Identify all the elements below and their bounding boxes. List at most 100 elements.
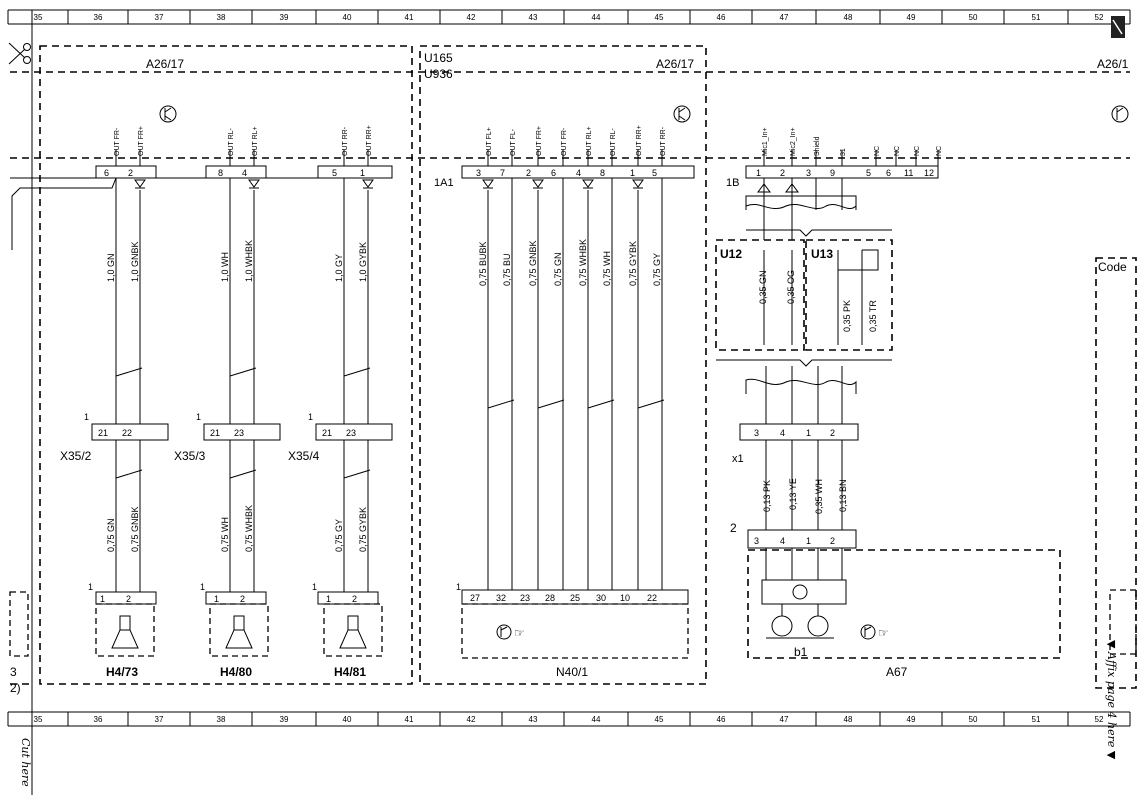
ruler-number: 44 [592, 715, 601, 724]
pin-number: 8 [600, 168, 605, 178]
connector-triangle [134, 179, 146, 188]
pin-name-label: OUT FR- [114, 127, 121, 156]
wire-label: 0,75 WH [220, 517, 230, 552]
connector-triangle [632, 179, 644, 188]
wire-label: 0,75 GN [553, 252, 563, 286]
left-label-3: 3 [10, 665, 17, 679]
wire-label: 0,75 WHBK [244, 505, 254, 552]
pin-number: 2 [240, 594, 245, 604]
module-label-code: Code [1098, 260, 1127, 274]
component-h4-73-label: H4/73 [106, 665, 138, 679]
module-label-u165: U165 [424, 51, 453, 65]
pin-number: 1 [84, 412, 89, 422]
wire [837, 249, 879, 271]
x1-label: x1 [732, 453, 744, 465]
ruler-number: 40 [343, 715, 352, 724]
shield-break [115, 367, 143, 382]
ruler-number: 52 [1095, 715, 1104, 724]
wire-label: 0,75 GNBK [528, 240, 538, 286]
a67-pin-two: 2 [730, 521, 737, 535]
pin-number: 5 [866, 168, 871, 178]
pin-number: 2 [780, 168, 785, 178]
pin-number: 3 [806, 168, 811, 178]
pin-number: 3 [754, 428, 759, 438]
pin-number: 6 [104, 168, 109, 178]
connector-triangle [532, 179, 544, 188]
pin-number: 1 [806, 536, 811, 546]
left-partial-component [9, 591, 29, 657]
ruler-number: 48 [844, 13, 853, 22]
pin-name-label: NC [914, 146, 921, 156]
ruler-number: 36 [94, 13, 103, 22]
pin-number: 1 [308, 412, 313, 422]
pin-number: 1 [196, 412, 201, 422]
shield-braid [745, 195, 857, 210]
pin-number: 2 [128, 168, 133, 178]
shield-break [229, 367, 257, 382]
ruler-number: 41 [405, 715, 414, 724]
u12-label: U12 [720, 247, 742, 261]
ruler-number: 51 [1032, 715, 1041, 724]
x35-4-label: X35/4 [288, 449, 320, 463]
pin-number: 2 [526, 168, 531, 178]
pin-number: 4 [780, 536, 785, 546]
hand-pointer-icon: ☞ [878, 626, 889, 640]
ruler-number: 47 [780, 715, 789, 724]
ruler-number: 38 [217, 715, 226, 724]
connector-triangle [248, 179, 260, 188]
pin-number: 1 [756, 168, 761, 178]
connector-strip-n40 [461, 165, 695, 179]
wire-label: 0,75 BU [502, 253, 512, 286]
pin-name-label: OUT RL+ [252, 126, 259, 156]
wire-label: 1,0 GNBK [130, 241, 140, 282]
wire-label: 0,35 OG [786, 270, 796, 304]
pin-number: 1 [88, 582, 93, 592]
pin-number: 9 [830, 168, 835, 178]
shield-break [487, 399, 515, 414]
pin-name-label: OUT RR+ [636, 125, 643, 156]
pin-number: 2 [830, 428, 835, 438]
shield-break [229, 469, 257, 484]
pin-name-label: OUT RL+ [586, 126, 593, 156]
ruler-number: 35 [34, 715, 43, 724]
pin-name-label: Shield [814, 136, 821, 156]
wire-label: 0,35 WH [814, 479, 824, 514]
u13-label: U13 [811, 247, 833, 261]
connector-strip-left [10, 165, 393, 179]
pin-number: 25 [570, 593, 580, 603]
ruler-number: 39 [280, 13, 289, 22]
module-boxes [10, 45, 1137, 689]
ruler-number: 37 [155, 715, 164, 724]
component-a67-label: A67 [886, 665, 908, 679]
wire-label: 0,75 GNBK [130, 506, 140, 552]
ruler-number: 50 [969, 715, 978, 724]
wire-label: 0,75 WH [602, 251, 612, 286]
connector-triangle [582, 179, 594, 188]
ruler-number: 39 [280, 715, 289, 724]
wire-label: 0,13 BN [838, 479, 848, 512]
ruler-number: 46 [717, 13, 726, 22]
component-b1-label: b1 [794, 645, 808, 659]
shield-break [115, 469, 143, 484]
pin-number: 12 [924, 168, 934, 178]
shield-braid [745, 378, 857, 394]
component-h4-81-label: H4/81 [334, 665, 366, 679]
pin-name-label: OUT RL- [610, 127, 617, 156]
electronic-symbol-icon [1111, 105, 1129, 123]
ruler-number: 42 [467, 715, 476, 724]
connector-triangle [482, 179, 494, 188]
ruler-number: 42 [467, 13, 476, 22]
pin-number: 1 [312, 582, 317, 592]
ruler-number: 40 [343, 13, 352, 22]
pin-number: 22 [647, 593, 657, 603]
pin-name-label: Mic2_In+ [790, 127, 797, 156]
pin-number: 28 [545, 593, 555, 603]
pin-number: 22 [122, 428, 132, 438]
ruler-number: 50 [969, 13, 978, 22]
wire-label: 0,13 YE [788, 478, 798, 510]
pin-number: 2 [352, 594, 357, 604]
pin-name-label: OUT RL- [228, 127, 235, 156]
affix-page-label: ▼ Affix page 4 here ▼ [1105, 640, 1118, 760]
cut-here-label: Cut here [19, 738, 32, 787]
